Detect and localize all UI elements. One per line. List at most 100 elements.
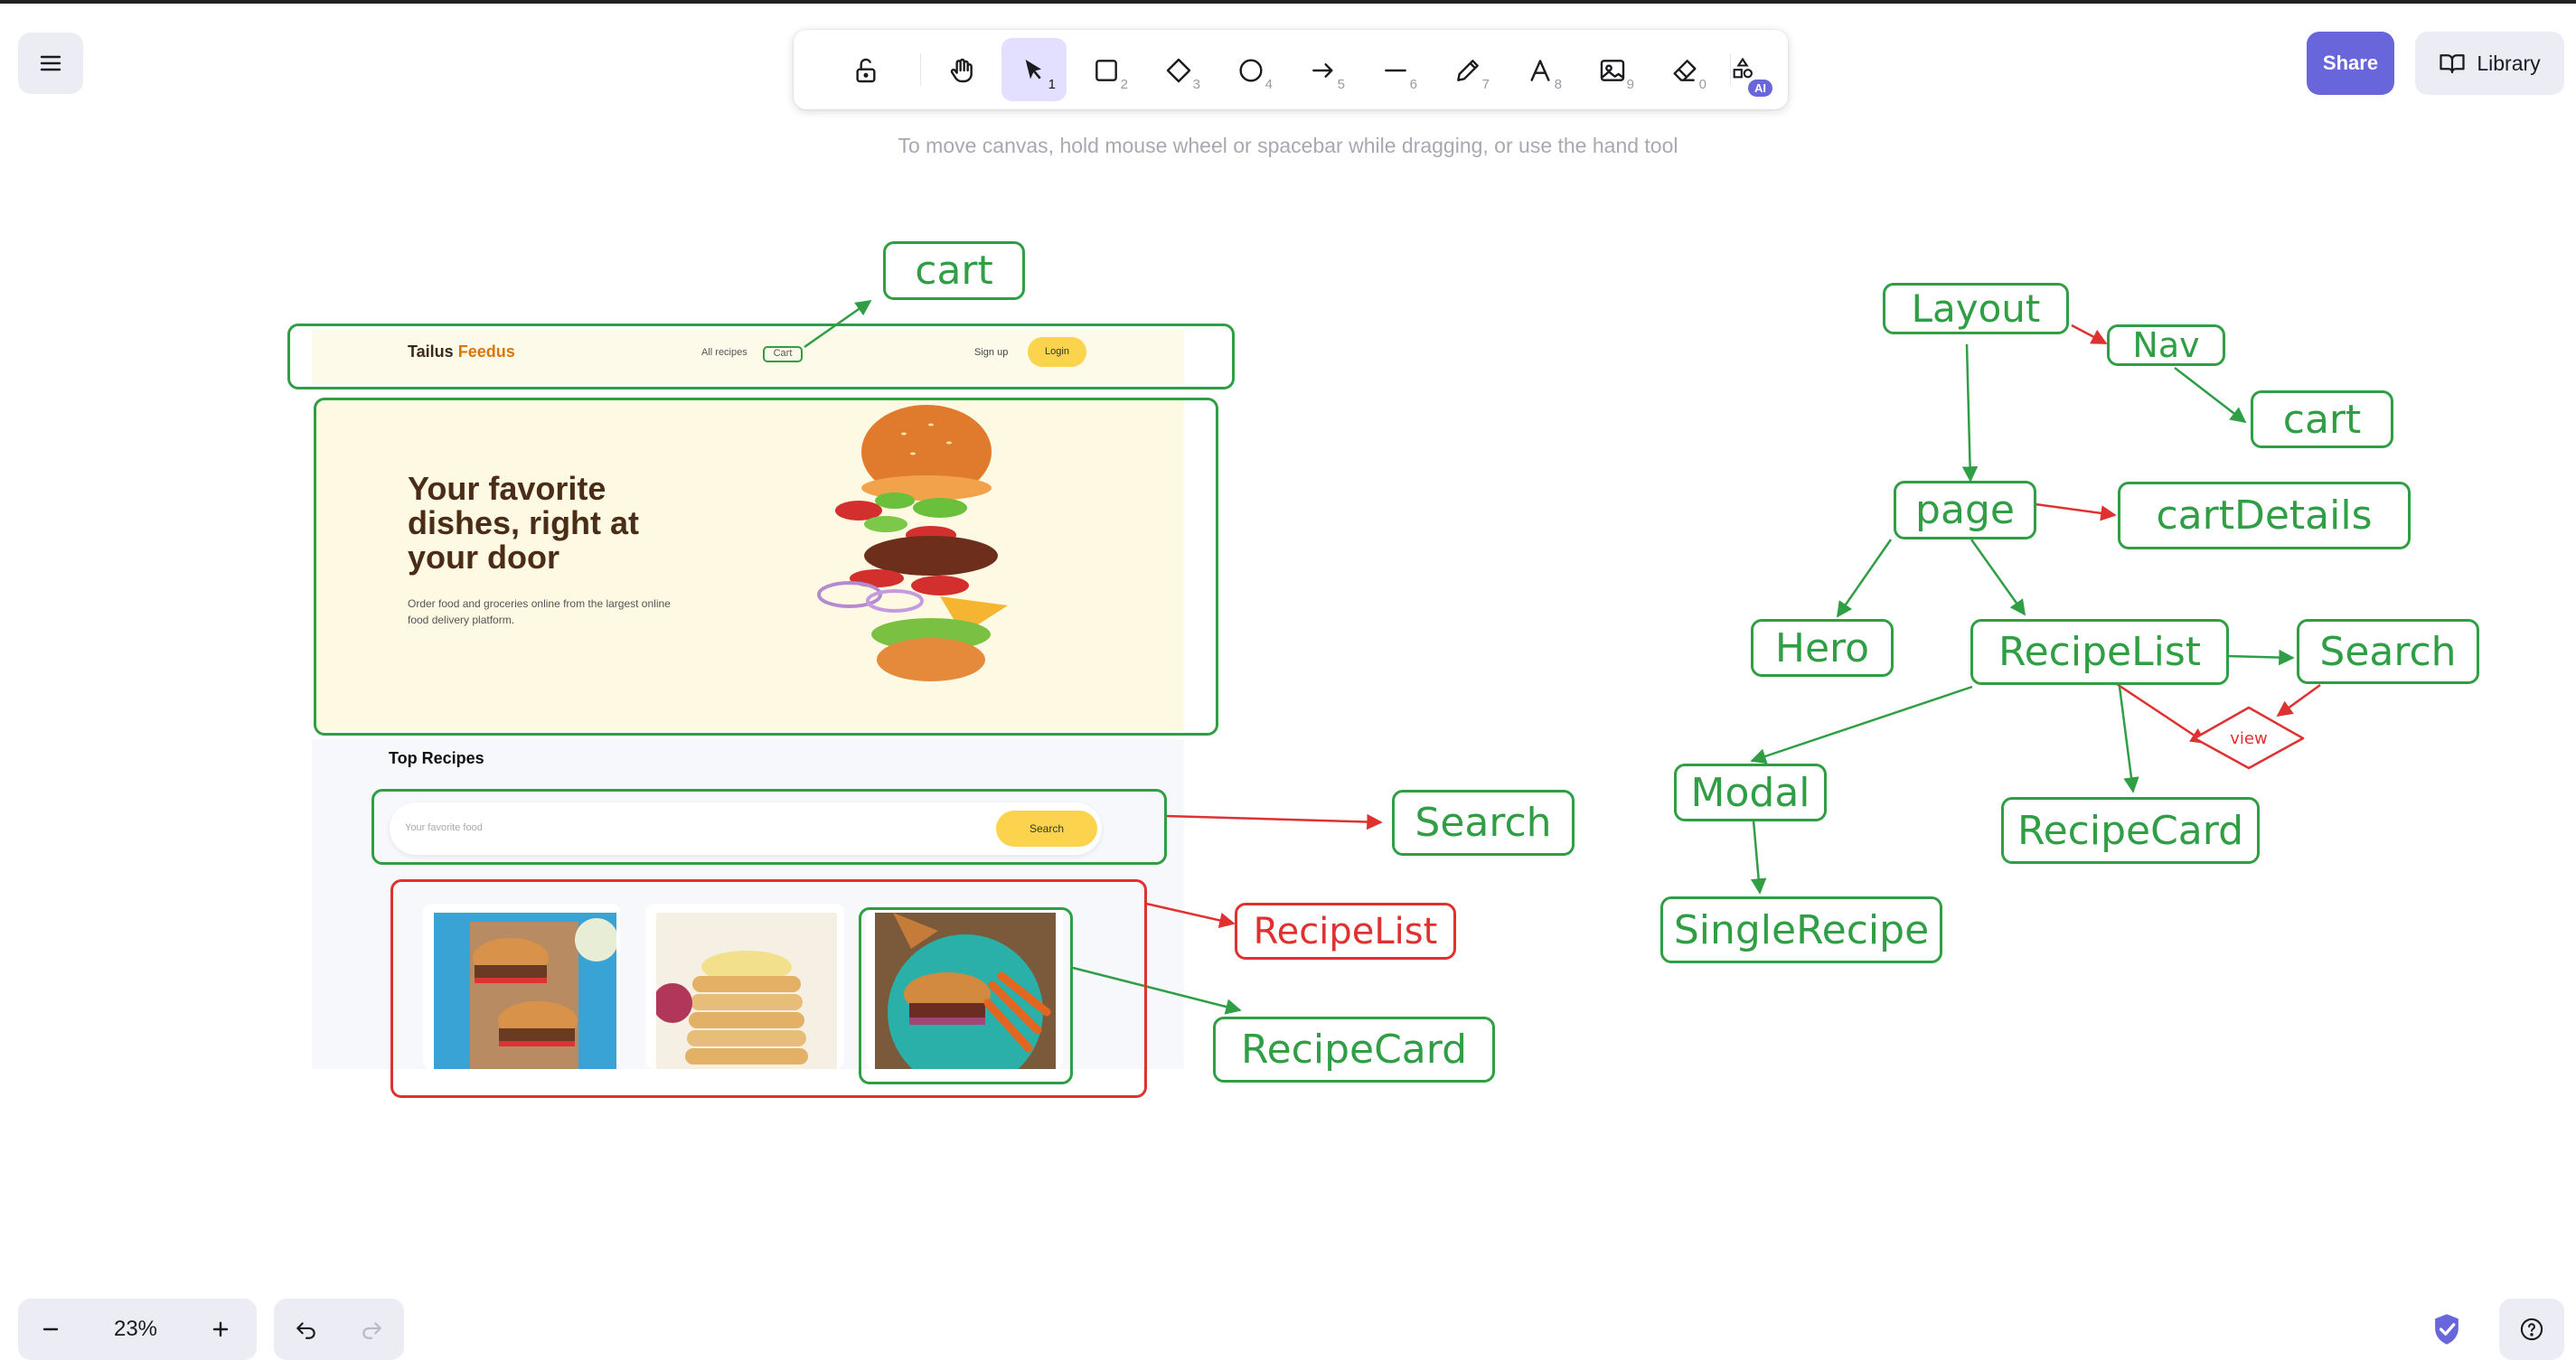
arrow-recipelist-view bbox=[2116, 682, 2207, 745]
tool-text[interactable]: 8 bbox=[1508, 38, 1573, 101]
arrow-search-view bbox=[2276, 683, 2321, 718]
label-recipelist: RecipeList bbox=[1235, 903, 1456, 960]
tree-modal: Modal bbox=[1674, 764, 1827, 821]
label-search: Search bbox=[1392, 790, 1575, 856]
more-shapes-icon bbox=[1733, 57, 1753, 79]
tool-selection[interactable]: 1 bbox=[1001, 38, 1067, 101]
mockup-card-2 bbox=[645, 904, 844, 1069]
tool-lock[interactable] bbox=[833, 38, 898, 101]
redo-icon bbox=[362, 1322, 381, 1339]
mockup-nav-signup: Sign up bbox=[974, 347, 1009, 358]
tool-shortcut: 7 bbox=[1481, 77, 1490, 92]
help-icon bbox=[2520, 1318, 2543, 1341]
arrow-search bbox=[1165, 813, 1383, 830]
annotation-box-recipecard bbox=[859, 907, 1073, 1084]
ai-badge: AI bbox=[1748, 80, 1772, 97]
window-top-border bbox=[0, 0, 2576, 4]
shield-check-icon[interactable] bbox=[2432, 1313, 2461, 1346]
mockup-search-input: Your favorite food Search bbox=[390, 802, 1102, 855]
tool-shortcut: 1 bbox=[1048, 77, 1056, 92]
arrow-page-hero bbox=[1836, 539, 1893, 618]
arrow-recipecard bbox=[1072, 966, 1242, 1015]
zoom-reset-button[interactable]: 23% bbox=[113, 1317, 158, 1341]
tree-cart: cart bbox=[2251, 390, 2393, 448]
tool-hand[interactable] bbox=[929, 38, 994, 101]
tree-layout: Layout bbox=[1883, 283, 2069, 334]
rectangle-icon bbox=[1095, 60, 1117, 81]
arrow-recipelist bbox=[1145, 902, 1236, 929]
annotation-box-search bbox=[371, 789, 1167, 865]
main-menu-button[interactable] bbox=[18, 33, 83, 94]
undo-icon bbox=[296, 1322, 315, 1339]
tool-diamond[interactable]: 3 bbox=[1146, 38, 1211, 101]
lock-icon bbox=[856, 58, 876, 83]
tool-more-shapes[interactable]: AI bbox=[1712, 38, 1775, 101]
library-button[interactable]: Library bbox=[2415, 32, 2564, 95]
pencil-icon bbox=[1457, 60, 1479, 81]
arrow-layout-nav bbox=[2071, 324, 2108, 345]
mockup-login-button: Login bbox=[1028, 337, 1086, 367]
mockup-hero-title: Your favorite dishes, right at your door bbox=[408, 470, 640, 576]
tool-rectangle[interactable]: 2 bbox=[1074, 38, 1139, 101]
tree-singlerecipe: SingleRecipe bbox=[1660, 896, 1942, 963]
mockup-hero bbox=[316, 400, 1184, 731]
eraser-icon bbox=[1673, 60, 1697, 81]
help-button[interactable] bbox=[2499, 1299, 2564, 1360]
arrow-page-cartdetails bbox=[2035, 502, 2117, 521]
minus-icon bbox=[42, 1327, 59, 1331]
text-icon bbox=[1530, 60, 1550, 81]
arrow-nav-cart bbox=[2174, 367, 2247, 424]
plus-icon bbox=[212, 1321, 229, 1337]
arrow-recipelist-modal bbox=[1750, 685, 1973, 764]
arrow-recipelist-search bbox=[2226, 649, 2295, 666]
annotation-box-hero bbox=[314, 398, 1218, 736]
tool-shortcut: 5 bbox=[1337, 77, 1345, 92]
canvas-hint: To move canvas, hold mouse wheel or spac… bbox=[898, 134, 1678, 157]
share-button[interactable]: Share bbox=[2307, 32, 2394, 95]
tree-hero: Hero bbox=[1751, 619, 1894, 677]
zoom-controls: 23% bbox=[18, 1299, 257, 1360]
shapes-toolbar: 1 2 3 4 5 6 7 8 9 0 AI bbox=[794, 30, 1788, 109]
mockup-nav-cart: Cart bbox=[763, 346, 803, 362]
line-icon bbox=[1385, 69, 1406, 72]
tool-eraser[interactable]: 0 bbox=[1652, 38, 1717, 101]
tool-pencil[interactable]: 7 bbox=[1435, 38, 1500, 101]
arrow-layout-page bbox=[1961, 343, 1979, 483]
mockup-section-title: Top Recipes bbox=[389, 749, 484, 767]
tool-ellipse[interactable]: 4 bbox=[1218, 38, 1283, 101]
library-label: Library bbox=[2477, 51, 2541, 75]
redo-button[interactable] bbox=[339, 1299, 404, 1360]
tool-arrow[interactable]: 5 bbox=[1291, 38, 1356, 101]
tree-recipecard: RecipeCard bbox=[2001, 797, 2260, 864]
tool-image[interactable]: 9 bbox=[1580, 38, 1645, 101]
mockup-hero-subtitle: Order food and groceries online from the… bbox=[408, 597, 671, 626]
label-cart: cart bbox=[883, 241, 1025, 300]
hand-icon bbox=[950, 58, 973, 83]
zoom-in-button[interactable] bbox=[188, 1299, 253, 1360]
tool-shortcut: 6 bbox=[1409, 77, 1417, 92]
tool-shortcut: 8 bbox=[1554, 77, 1562, 92]
image-icon bbox=[1600, 60, 1625, 81]
tree-cartdetails: cartDetails bbox=[2118, 482, 2411, 549]
toolbar-divider bbox=[920, 53, 921, 86]
annotation-box-navbar bbox=[287, 324, 1235, 389]
mockup-nav-all-recipes: All recipes bbox=[701, 347, 747, 358]
history-controls bbox=[274, 1299, 404, 1360]
tool-line[interactable]: 6 bbox=[1363, 38, 1428, 101]
tree-search: Search bbox=[2297, 619, 2479, 684]
tree-view-label: view bbox=[2230, 728, 2268, 748]
zoom-out-button[interactable] bbox=[18, 1299, 83, 1360]
arrow-icon bbox=[1312, 63, 1333, 78]
arrow-recipelist-recipecard bbox=[2118, 686, 2139, 793]
tool-shortcut: 2 bbox=[1120, 77, 1128, 92]
tree-recipelist: RecipeList bbox=[1970, 619, 2229, 685]
ellipse-icon bbox=[1239, 59, 1263, 82]
tool-shortcut: 9 bbox=[1626, 77, 1634, 92]
undo-button[interactable] bbox=[274, 1299, 339, 1360]
mockup-burger-image bbox=[817, 405, 1008, 681]
mockup-brand: Tailus Feedus bbox=[408, 342, 515, 361]
annotation-box-recipelist bbox=[390, 879, 1147, 1098]
tree-page: page bbox=[1894, 481, 2036, 539]
mockup-card-3 bbox=[866, 904, 1063, 1069]
